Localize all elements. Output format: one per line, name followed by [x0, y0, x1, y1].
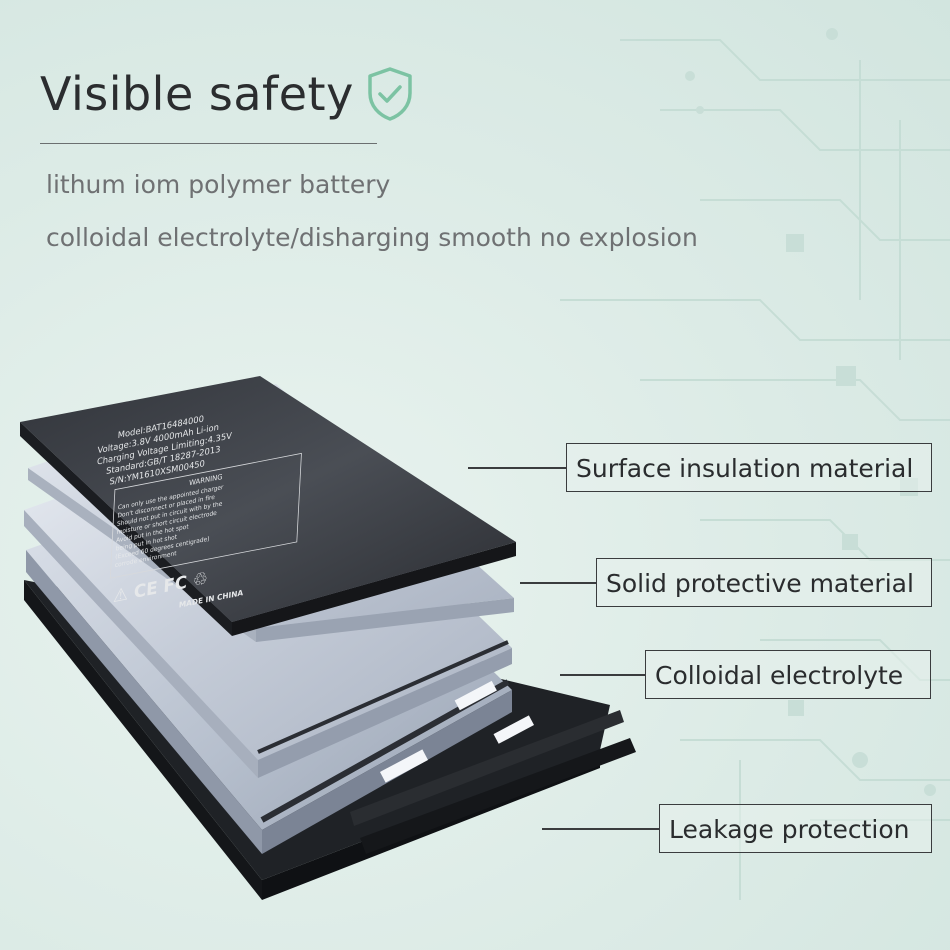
callout-label: Colloidal electrolyte: [655, 661, 904, 690]
callout-label: Leakage protection: [669, 815, 910, 844]
callout-solid-protective: Solid protective material: [596, 558, 932, 607]
page-title: Visible safety: [40, 67, 354, 121]
callout-label: Surface insulation material: [576, 454, 914, 483]
subtitle-line-2: colloidal electrolyte/disharging smooth …: [46, 223, 698, 252]
shield-check-icon: [368, 67, 412, 121]
leader-line-leakage: [542, 828, 659, 830]
battery-exploded-illustration: Model:BAT16484000 Voltage:3.8V 4000mAh L…: [20, 376, 636, 900]
callout-label: Solid protective material: [606, 569, 914, 598]
title-divider: [40, 143, 377, 144]
header: Visible safety: [40, 66, 414, 122]
battery-top-case: Model:BAT16484000 Voltage:3.8V 4000mAh L…: [20, 376, 516, 636]
subtitle-line-1: lithum iom polymer battery: [46, 170, 391, 199]
leader-line-electrolyte: [560, 674, 645, 676]
leader-line-solid: [520, 582, 596, 584]
callout-leakage-protection: Leakage protection: [659, 804, 932, 853]
leader-line-surface: [468, 467, 566, 469]
callout-colloidal-electrolyte: Colloidal electrolyte: [645, 650, 931, 699]
callout-surface-insulation: Surface insulation material: [566, 443, 932, 492]
